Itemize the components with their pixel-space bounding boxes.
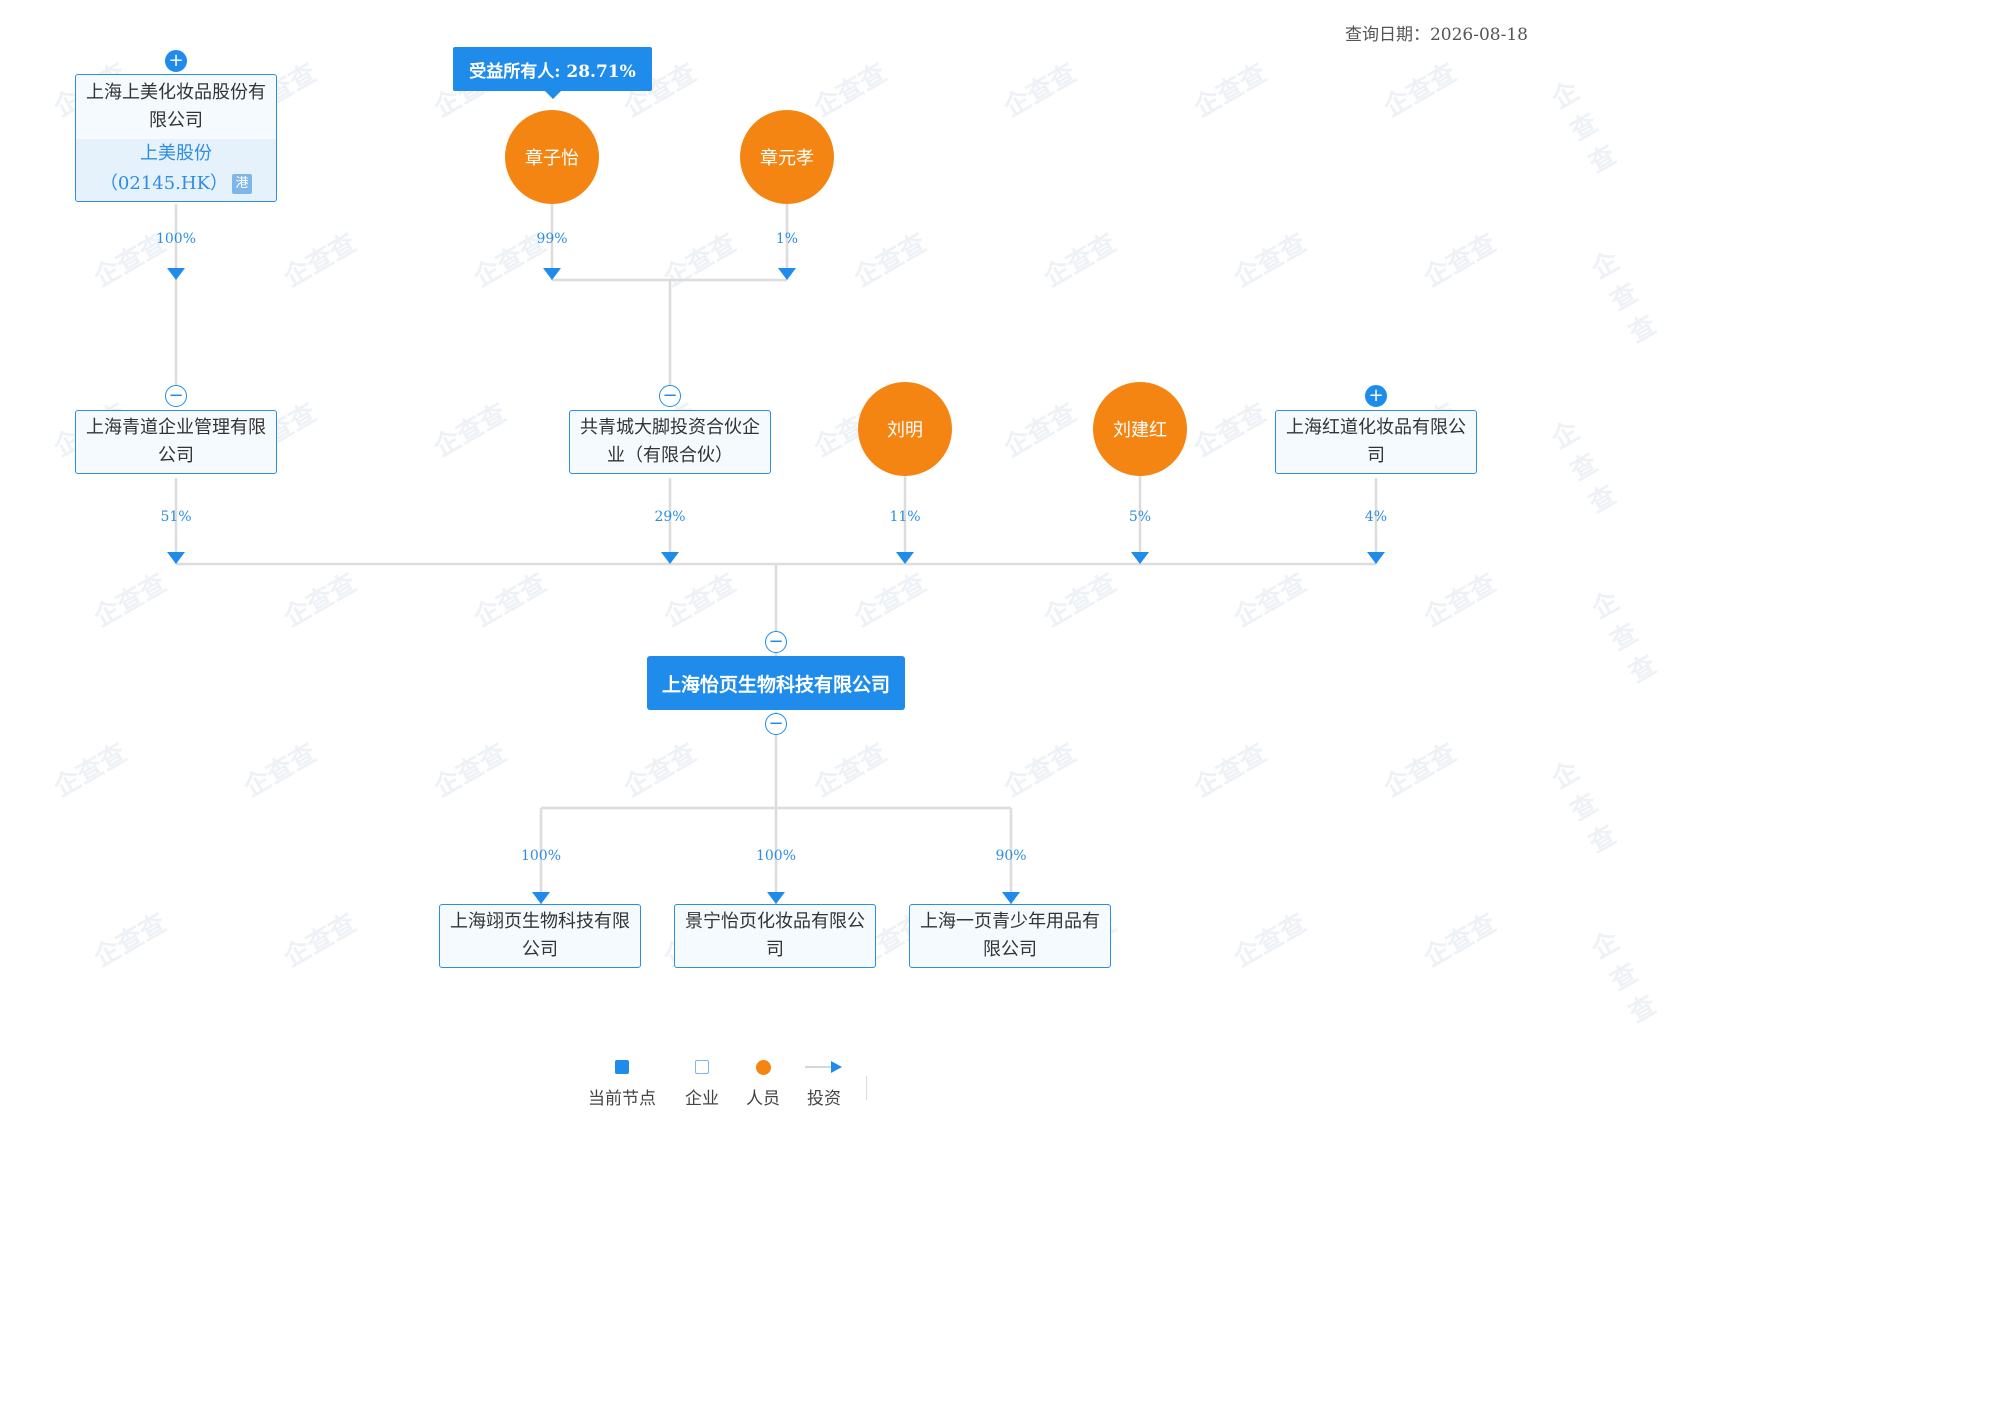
legend-investment: 投资 bbox=[789, 1058, 859, 1109]
watermark-logo: 企查查 bbox=[1586, 926, 1662, 1030]
collapse-minus-icon[interactable]: − bbox=[659, 385, 681, 407]
arrow-down-icon bbox=[896, 552, 914, 564]
legend-current-label: 当前节点 bbox=[588, 1089, 656, 1109]
equity-percent: 29% bbox=[654, 509, 686, 525]
equity-percent: 5% bbox=[1128, 509, 1152, 525]
legend-investment-label: 投资 bbox=[807, 1089, 841, 1109]
stock-code: （02145.HK） bbox=[99, 173, 229, 194]
expand-plus-icon[interactable]: + bbox=[165, 50, 187, 72]
subsidiary-company-node[interactable]: 上海一页青少年用品有限公司 bbox=[909, 904, 1111, 968]
hk-market-badge: 港 bbox=[232, 174, 253, 194]
shareholder-company-node[interactable]: 上海青道企业管理有限公司 bbox=[75, 410, 277, 474]
current-company-node[interactable]: 上海怡页生物科技有限公司 bbox=[647, 656, 905, 710]
equity-percent: 100% bbox=[520, 848, 562, 864]
shareholder-company-node[interactable]: 上海红道化妆品有限公司 bbox=[1275, 410, 1477, 474]
equity-percent: 99% bbox=[536, 231, 568, 247]
listed-company-name: 上海上美化妆品股份有限公司 bbox=[86, 82, 266, 131]
person-node[interactable]: 章元孝 bbox=[740, 110, 834, 204]
equity-percent: 4% bbox=[1364, 509, 1388, 525]
arrow-down-icon bbox=[532, 892, 550, 904]
person-node[interactable]: 章子怡 bbox=[505, 110, 599, 204]
equity-percent: 1% bbox=[775, 231, 799, 247]
equity-percent: 100% bbox=[755, 848, 797, 864]
subsidiary-company-node[interactable]: 景宁怡页化妆品有限公司 bbox=[674, 904, 876, 968]
arrow-down-icon bbox=[167, 268, 185, 280]
listed-company-short-name[interactable]: 上美股份 bbox=[140, 143, 212, 164]
legend-person: 人员 bbox=[728, 1058, 798, 1109]
legend-current: 当前节点 bbox=[586, 1058, 658, 1109]
equity-percent: 51% bbox=[160, 509, 192, 525]
legend-person-label: 人员 bbox=[746, 1089, 780, 1109]
arrow-down-icon bbox=[661, 552, 679, 564]
subsidiary-company-node[interactable]: 上海翊页生物科技有限公司 bbox=[439, 904, 641, 968]
arrow-down-icon bbox=[1131, 552, 1149, 564]
legend-enterprise-label: 企业 bbox=[685, 1089, 719, 1109]
arrow-down-icon bbox=[1002, 892, 1020, 904]
connector-lines bbox=[174, 204, 1378, 904]
watermark-logo: 企查查 bbox=[1586, 586, 1662, 690]
person-legend-icon bbox=[755, 1059, 771, 1075]
arrow-down-icon bbox=[778, 268, 796, 280]
collapse-minus-icon[interactable]: − bbox=[765, 713, 787, 735]
expand-plus-icon[interactable]: + bbox=[1365, 385, 1387, 407]
current-node-legend-icon bbox=[615, 1060, 629, 1074]
enterprise-legend-icon bbox=[695, 1060, 709, 1074]
person-node[interactable]: 刘明 bbox=[858, 382, 952, 476]
listed-company-node[interactable]: 上海上美化妆品股份有限公司 上美股份 （02145.HK）港 bbox=[75, 74, 277, 202]
equity-percent: 90% bbox=[995, 848, 1027, 864]
investment-arrow-icon bbox=[805, 1061, 842, 1073]
arrow-down-icon bbox=[1367, 552, 1385, 564]
arrow-down-icon bbox=[543, 268, 561, 280]
person-node[interactable]: 刘建红 bbox=[1093, 382, 1187, 476]
arrow-down-icon bbox=[767, 892, 785, 904]
beneficial-owner-tag-pointer bbox=[545, 91, 561, 99]
legend-enterprise: 企业 bbox=[667, 1058, 737, 1109]
arrow-down-icon bbox=[167, 552, 185, 564]
collapse-minus-icon[interactable]: − bbox=[165, 385, 187, 407]
query-date: 查询日期：2026-08-18 bbox=[1344, 25, 1528, 45]
collapse-minus-icon[interactable]: − bbox=[765, 631, 787, 653]
watermark-logo: 企查查 bbox=[1586, 246, 1662, 350]
legend-divider bbox=[866, 1076, 867, 1100]
equity-percent: 100% bbox=[155, 231, 197, 247]
shareholder-company-node[interactable]: 共青城大脚投资合伙企业（有限合伙） bbox=[569, 410, 771, 474]
beneficial-owner-tag: 受益所有人: 28.71% bbox=[453, 47, 652, 91]
equity-percent: 11% bbox=[889, 509, 921, 525]
